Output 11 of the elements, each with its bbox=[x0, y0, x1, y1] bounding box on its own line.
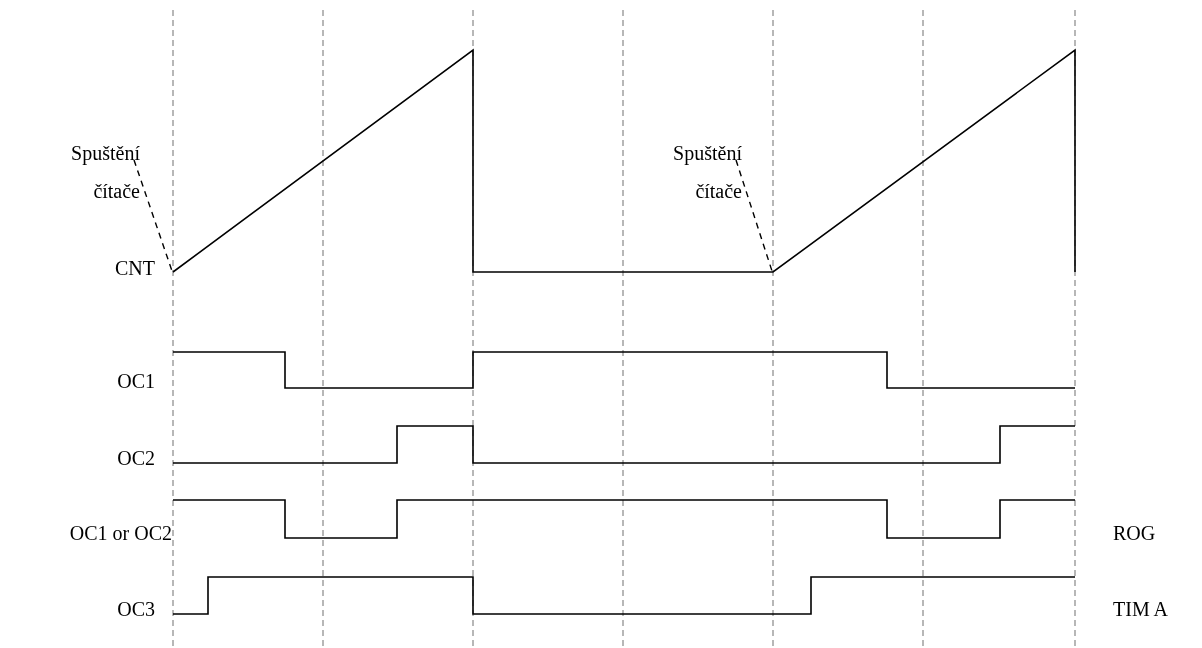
signal-name: CNT bbox=[115, 256, 155, 280]
signal-name: OC1 bbox=[117, 369, 155, 393]
signal-name: OC2 bbox=[117, 446, 155, 470]
signal-name: ROG bbox=[1113, 521, 1156, 545]
annotation-text: Spuštění čítače bbox=[40, 134, 140, 210]
signal-name: OC3 bbox=[117, 597, 155, 621]
leader-line bbox=[735, 159, 773, 272]
leader-line bbox=[133, 159, 173, 272]
annotation-text: Spuštění čítače bbox=[642, 134, 742, 210]
signal-name: OC1 or OC2 bbox=[69, 521, 172, 545]
signal-name: TIM A bbox=[1113, 597, 1168, 621]
